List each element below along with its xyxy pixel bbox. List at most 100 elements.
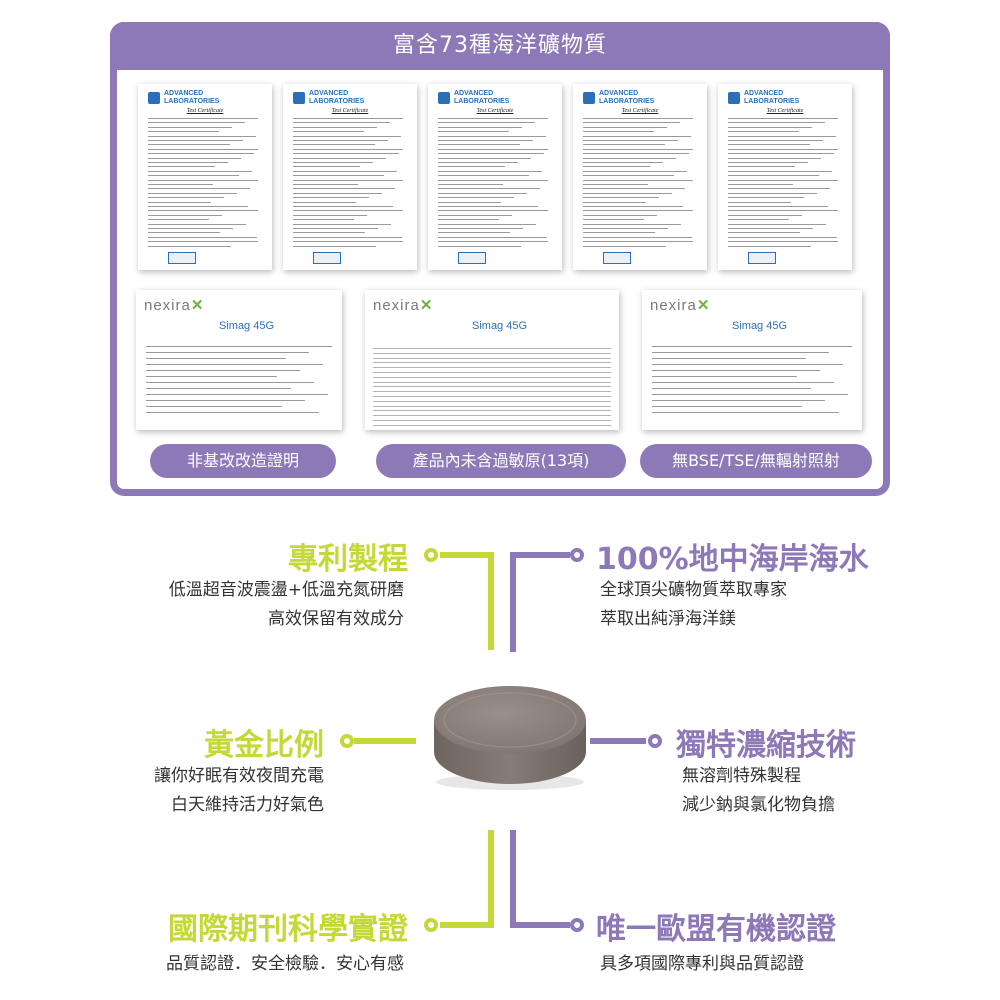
connector-line (354, 738, 416, 744)
table-row (373, 395, 611, 402)
text-line (148, 192, 237, 194)
text-line (148, 232, 220, 234)
text-line (148, 245, 231, 247)
text-line (146, 352, 309, 353)
feature-title-eu-organic: 唯一歐盟有機認證 (596, 912, 836, 947)
feature-desc: 具多項國際專利與品質認證 (600, 950, 804, 979)
text-line (438, 192, 527, 194)
text-line (148, 118, 258, 119)
text-line (293, 126, 377, 128)
text-line (438, 122, 535, 124)
text-line (293, 245, 376, 247)
connector-line (510, 552, 516, 652)
nexira-logo: nexira✕ (144, 297, 205, 314)
lab-name: ADVANCED LABORATORIES (164, 90, 220, 105)
text-line (438, 175, 529, 177)
text-line (148, 214, 222, 216)
text-line (438, 184, 503, 185)
text-line (583, 157, 676, 159)
feature-title-golden-ratio: 黃金比例 (204, 728, 324, 763)
text-line (438, 157, 531, 159)
product-name: Simag 45G (732, 320, 788, 332)
text-line (583, 153, 689, 155)
text-line (293, 241, 403, 243)
text-line (438, 135, 546, 137)
text-line (728, 197, 804, 199)
text-line (652, 358, 806, 359)
text-line (438, 144, 520, 146)
text-line (583, 192, 672, 194)
text-line (148, 228, 233, 229)
text-line (293, 153, 399, 155)
lab-seal-icon (603, 252, 631, 264)
text-line (293, 219, 354, 221)
text-line (728, 166, 795, 168)
text-line (438, 210, 548, 212)
table-row (373, 347, 611, 354)
text-line (146, 412, 319, 413)
table-row (373, 352, 611, 359)
text-line (148, 184, 213, 185)
text-line (438, 236, 547, 238)
text-line (148, 148, 258, 150)
lab-certificate: ADVANCED LABORATORIES Test Certificate (138, 84, 272, 270)
text-line (293, 179, 403, 181)
text-line (148, 197, 224, 199)
text-line (652, 370, 820, 371)
feature-desc-line: 減少鈉與氯化物負擔 (682, 795, 835, 815)
lab-logo-icon (728, 92, 740, 104)
text-line (583, 197, 659, 199)
text-line (728, 131, 799, 133)
connector-line (488, 830, 494, 928)
text-line (583, 228, 668, 229)
text-line (583, 210, 693, 212)
text-line (293, 175, 384, 177)
text-line (728, 135, 836, 137)
text-line (583, 175, 674, 177)
text-line (728, 241, 838, 243)
text-line (728, 179, 838, 181)
text-line (146, 382, 314, 383)
text-line (146, 406, 282, 407)
lab-logo-icon (438, 92, 450, 104)
text-line (728, 126, 812, 128)
text-line (148, 179, 258, 181)
purple-dot-icon (570, 918, 584, 932)
certificate-title: Test Certificate (186, 108, 224, 114)
lab-name: ADVANCED LABORATORIES (454, 90, 510, 105)
connector-line (440, 922, 494, 928)
text-line (728, 228, 813, 229)
feature-desc-line: 全球頂尖礦物質萃取專家 (600, 580, 787, 600)
text-line (438, 228, 523, 229)
connector-line (510, 922, 570, 928)
text-line (148, 166, 215, 168)
text-line (148, 131, 219, 133)
text-line (583, 166, 650, 168)
nexira-logo: nexira✕ (373, 297, 434, 314)
text-line (583, 214, 657, 216)
text-line (438, 241, 548, 243)
text-line (148, 157, 241, 159)
text-line (438, 201, 501, 203)
table-row (373, 400, 611, 407)
text-line (728, 122, 825, 124)
text-line (728, 144, 810, 146)
text-line (728, 236, 837, 238)
nexira-statement: nexira✕Simag 45G (136, 290, 342, 430)
text-line (293, 157, 386, 159)
table-row (373, 385, 611, 393)
nexira-statement: nexira✕Simag 45G (642, 290, 862, 430)
text-line (438, 162, 518, 163)
feature-title-patented-process: 專利製程 (288, 542, 408, 577)
text-line (293, 170, 397, 172)
text-line (728, 153, 834, 155)
table-row (373, 356, 611, 364)
text-line (583, 188, 685, 190)
table-row (373, 424, 611, 430)
certificate-title: Test Certificate (766, 108, 804, 114)
text-line (583, 241, 693, 243)
